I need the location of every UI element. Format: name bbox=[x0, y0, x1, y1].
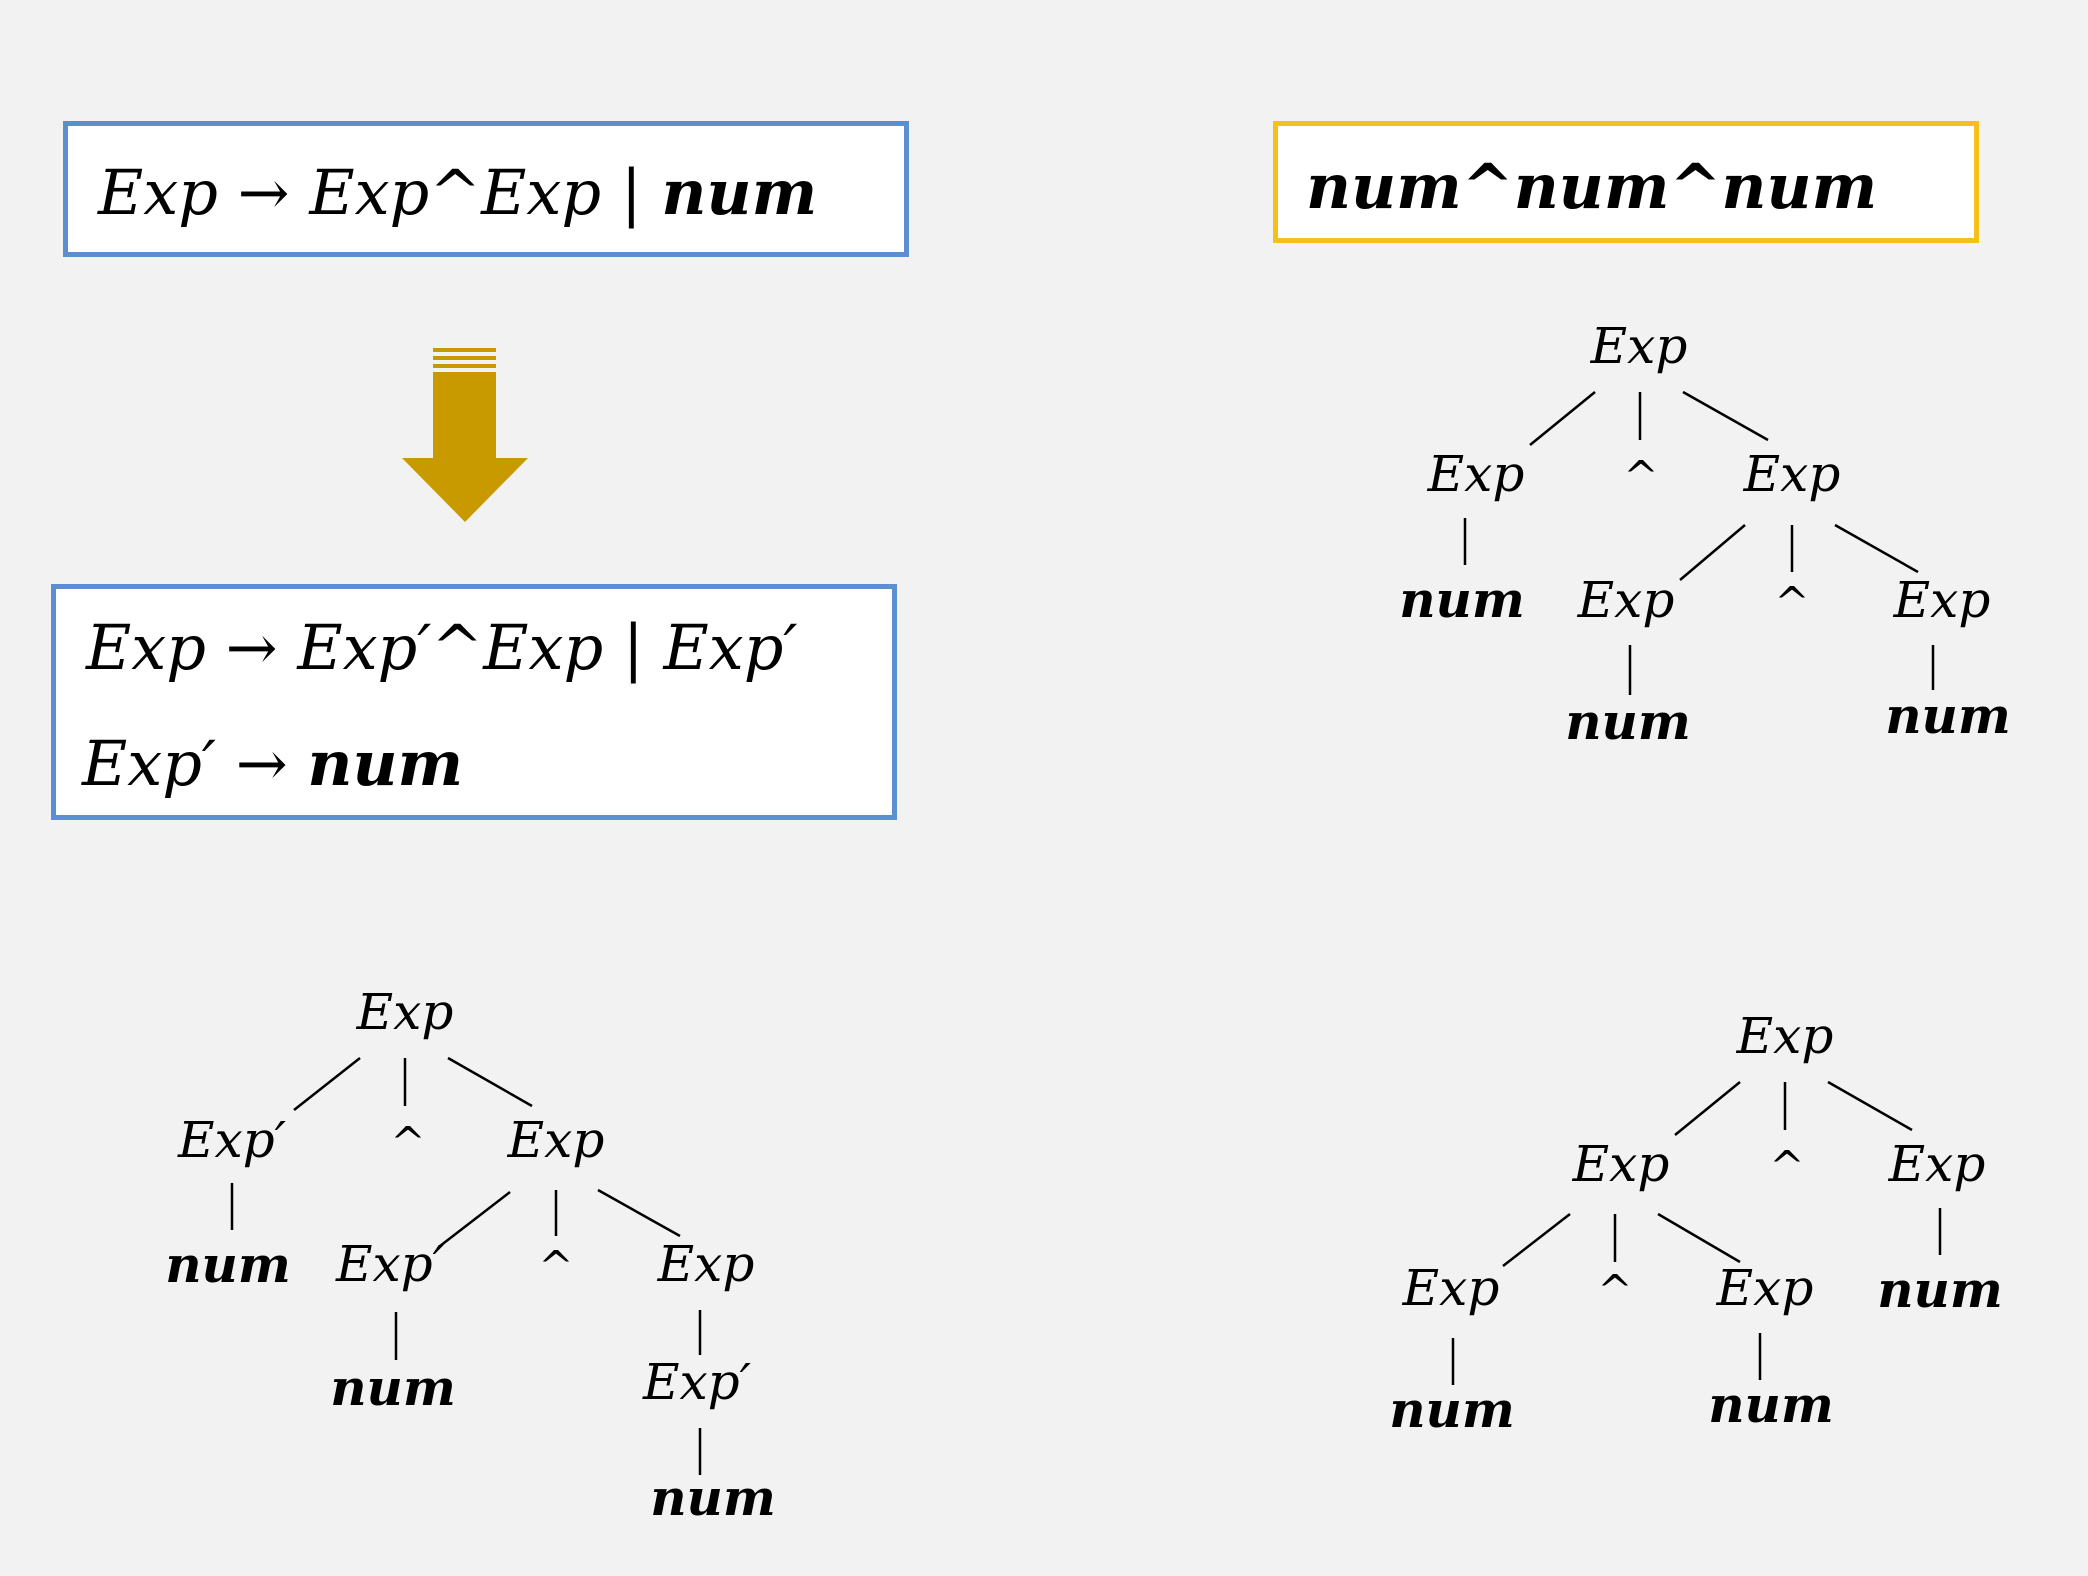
arrow-shape bbox=[402, 348, 528, 522]
right-assoc-tree-edge bbox=[1834, 523, 1919, 574]
rewritten-grammar-box: Exp → Exp′^Exp | Exp′ Exp′ → num bbox=[51, 584, 897, 820]
original-rhs-b: num bbox=[661, 156, 818, 229]
rewritten-tree-edge bbox=[447, 1056, 533, 1108]
rewritten-tree-node-nonterminal: Exp′ bbox=[177, 1111, 287, 1169]
rewritten-tree-node-nonterminal: Exp bbox=[356, 983, 454, 1041]
right-assoc-tree-node-nonterminal: Exp bbox=[1893, 571, 1991, 629]
left-assoc-tree-node-caret: ^ bbox=[1597, 1266, 1632, 1315]
right-assoc-tree-node-nonterminal: Exp bbox=[1743, 445, 1841, 503]
right-assoc-tree-node-terminal: num bbox=[1565, 692, 1691, 751]
rewritten-grammar-rule-2: Exp′ → num bbox=[82, 733, 463, 795]
rewritten-tree-node-caret: ^ bbox=[390, 1118, 425, 1167]
right-assoc-tree-node-terminal: num bbox=[1399, 570, 1525, 629]
rewritten-tree-node-caret: ^ bbox=[538, 1242, 573, 1291]
left-assoc-tree-node-nonterminal: Exp bbox=[1572, 1135, 1670, 1193]
left-assoc-tree-node-nonterminal: Exp bbox=[1402, 1259, 1500, 1317]
original-arrow: → bbox=[237, 156, 290, 229]
input-string-box: num^num^num bbox=[1273, 121, 1979, 243]
rewritten-tree-node-terminal: num bbox=[165, 1235, 291, 1294]
original-grammar-box: Exp → Exp^Exp | num bbox=[63, 121, 909, 257]
right-assoc-tree-node-nonterminal: Exp bbox=[1590, 317, 1688, 375]
rewritten-tree-node-terminal: num bbox=[330, 1358, 456, 1417]
rewritten-tree-node-nonterminal: Exp′ bbox=[335, 1235, 445, 1293]
left-assoc-tree-node-nonterminal: Exp bbox=[1716, 1259, 1814, 1317]
right-assoc-tree-node-nonterminal: Exp bbox=[1427, 445, 1525, 503]
rewritten-grammar-rule-1: Exp → Exp′^Exp | Exp′ bbox=[86, 617, 798, 679]
right-assoc-tree-edge bbox=[1682, 390, 1769, 442]
rewritten-line1-arrow: → bbox=[225, 611, 278, 684]
right-assoc-tree-node-caret: ^ bbox=[1774, 578, 1809, 627]
right-assoc-tree-edge bbox=[1679, 524, 1746, 581]
left-assoc-tree-edge bbox=[1502, 1213, 1571, 1267]
original-grammar-rule: Exp → Exp^Exp | num bbox=[98, 162, 817, 224]
left-assoc-tree-node-caret: ^ bbox=[1769, 1142, 1804, 1191]
rewritten-line1-bar: | bbox=[622, 611, 644, 684]
input-string: num^num^num bbox=[1306, 150, 1878, 223]
rewritten-line2-rhs: num bbox=[307, 727, 464, 800]
left-assoc-tree-node-terminal: num bbox=[1877, 1260, 2003, 1319]
rewritten-tree-node-nonterminal: Exp bbox=[657, 1235, 755, 1293]
rewritten-line2-arrow: → bbox=[235, 727, 288, 800]
right-assoc-tree-edge bbox=[1529, 391, 1596, 446]
left-assoc-tree-node-nonterminal: Exp bbox=[1888, 1135, 1986, 1193]
left-assoc-tree-node-nonterminal: Exp bbox=[1736, 1007, 1834, 1065]
rewritten-tree-node-terminal: num bbox=[650, 1468, 776, 1527]
rewritten-tree-node-nonterminal: Exp bbox=[507, 1111, 605, 1169]
left-assoc-tree-edge bbox=[1827, 1080, 1913, 1132]
tree-edges bbox=[230, 390, 1942, 1475]
original-bar: | bbox=[620, 156, 642, 229]
rewritten-line1-rhs-b: Exp′ bbox=[663, 611, 798, 684]
left-assoc-tree-node-terminal: num bbox=[1389, 1380, 1515, 1439]
left-assoc-tree-node-terminal: num bbox=[1708, 1375, 1834, 1434]
transform-arrow-icon bbox=[402, 348, 528, 522]
rewritten-line1-lhs: Exp bbox=[86, 611, 206, 684]
original-rhs-a: Exp^Exp bbox=[309, 156, 602, 229]
right-assoc-tree-node-caret: ^ bbox=[1623, 452, 1658, 501]
left-assoc-tree-edge bbox=[1657, 1212, 1741, 1264]
left-assoc-tree-edge bbox=[1674, 1081, 1741, 1136]
rewritten-tree-edge bbox=[293, 1057, 361, 1111]
rewritten-line1-rhs-a: Exp′^Exp bbox=[297, 611, 604, 684]
right-assoc-tree-node-terminal: num bbox=[1885, 686, 2011, 745]
rewritten-tree-edge bbox=[439, 1191, 511, 1247]
rewritten-tree-node-nonterminal: Exp′ bbox=[642, 1353, 752, 1411]
rewritten-tree-edge bbox=[597, 1188, 681, 1238]
rewritten-line2-lhs: Exp′ bbox=[82, 727, 216, 800]
original-lhs: Exp bbox=[98, 156, 218, 229]
right-assoc-tree-node-nonterminal: Exp bbox=[1577, 571, 1675, 629]
